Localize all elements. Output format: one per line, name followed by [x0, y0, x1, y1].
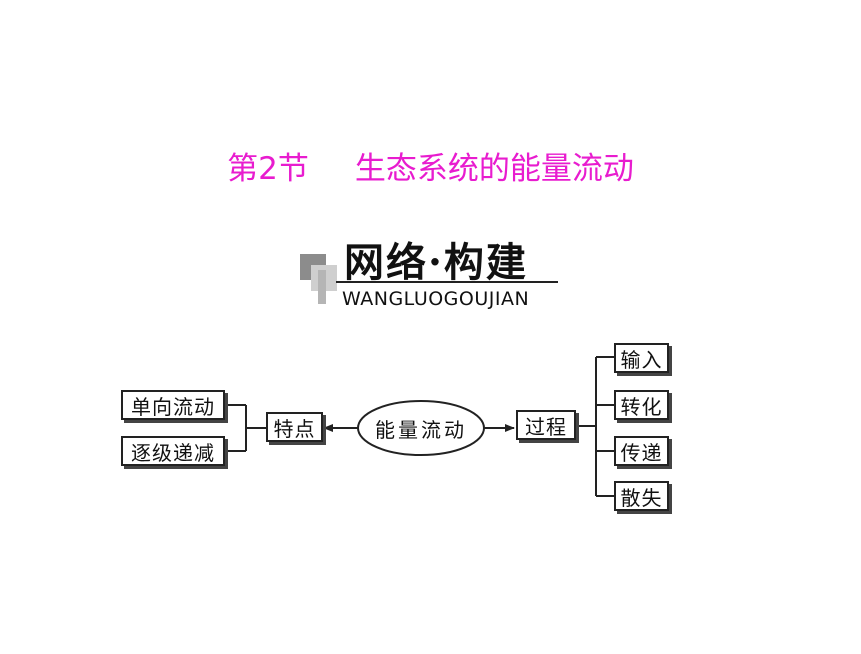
process-item-transfer: 传递 [614, 436, 669, 466]
banner-heading: 网络·构建 [344, 239, 528, 286]
feature-item-decreasing: 逐级递减 [121, 436, 225, 466]
process-item-input: 输入 [614, 343, 669, 373]
section-topic: 生态系统的能量流动 [354, 151, 634, 187]
banner-subtitle: WANGLUOGOUJIAN [342, 288, 530, 310]
section-banner: 网络·构建 WANGLUOGOUJIAN [300, 232, 562, 310]
process-item-dissipate: 散失 [614, 481, 669, 511]
center-label: 能量流动 [375, 417, 467, 442]
banner-rule [336, 281, 558, 283]
section-number: 第2节 [227, 151, 309, 187]
banner-bar [318, 270, 326, 304]
process-item-transform: 转化 [614, 390, 669, 420]
process-node: 过程 [516, 410, 576, 440]
page-title: 第2节 生态系统的能量流动 [0, 143, 861, 188]
feature-item-one-way: 单向流动 [121, 390, 225, 420]
features-node: 特点 [266, 412, 323, 442]
